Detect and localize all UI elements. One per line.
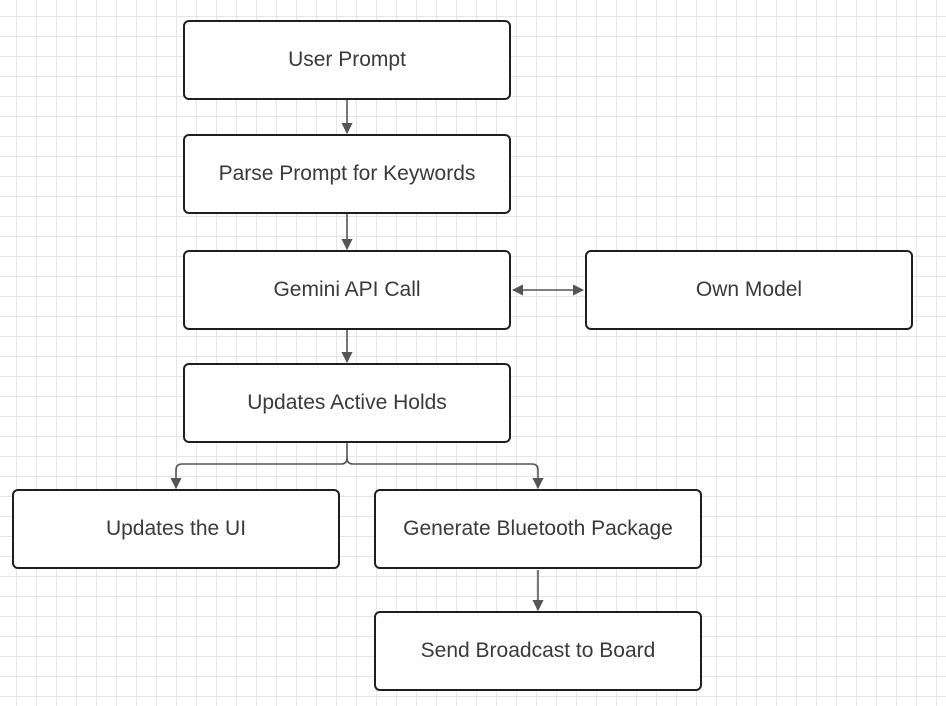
node-parse-prompt[interactable]: Parse Prompt for Keywords	[183, 134, 511, 214]
arrow-holds-to-ui	[170, 443, 348, 490]
node-gemini-api-call-label: Gemini API Call	[273, 278, 421, 301]
node-updates-ui-label: Updates the UI	[105, 517, 247, 540]
node-updates-ui[interactable]: Updates the UI	[12, 489, 340, 569]
node-updates-active-holds-label: Updates Active Holds	[247, 391, 447, 414]
node-generate-bluetooth-package-label: Generate Bluetooth Package	[403, 517, 673, 540]
node-generate-bluetooth-package[interactable]: Generate Bluetooth Package	[374, 489, 702, 569]
node-gemini-api-call[interactable]: Gemini API Call	[183, 250, 511, 330]
node-parse-prompt-label: Parse Prompt for Keywords	[218, 162, 476, 185]
node-send-broadcast[interactable]: Send Broadcast to Board	[374, 611, 702, 691]
node-own-model-label: Own Model	[695, 278, 803, 301]
node-user-prompt[interactable]: User Prompt	[183, 20, 511, 100]
arrow-holds-to-bluetooth	[346, 457, 544, 490]
node-user-prompt-label: User Prompt	[288, 48, 406, 71]
node-updates-active-holds[interactable]: Updates Active Holds	[183, 363, 511, 443]
node-own-model[interactable]: Own Model	[585, 250, 913, 330]
node-send-broadcast-label: Send Broadcast to Board	[420, 639, 656, 662]
